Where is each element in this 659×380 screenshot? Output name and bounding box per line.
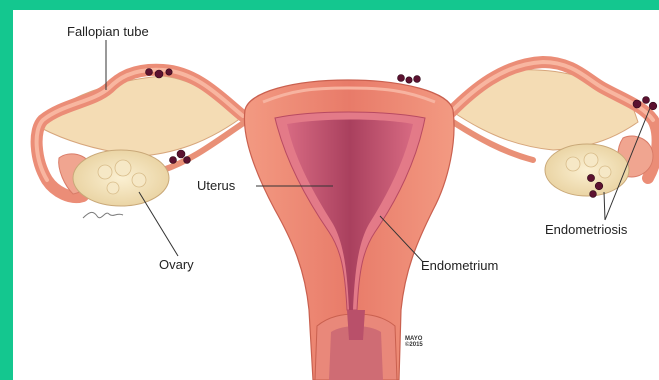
label-endometriosis: Endometriosis [545,222,627,237]
label-uterus: Uterus [197,178,235,193]
anatomy-illustration [13,10,659,380]
label-endometrium: Endometrium [421,258,498,273]
left-ovary [73,150,169,206]
label-ovary: Ovary [159,257,194,272]
mayo-credit: MAYO ©2015 [405,336,423,348]
right-ovary [545,144,629,196]
credit-line-2: ©2015 [405,342,423,348]
artist-signature [83,212,123,218]
diagram-frame: Fallopian tube Uterus Ovary Endometrium … [13,10,659,380]
label-fallopian-tube: Fallopian tube [67,24,149,39]
